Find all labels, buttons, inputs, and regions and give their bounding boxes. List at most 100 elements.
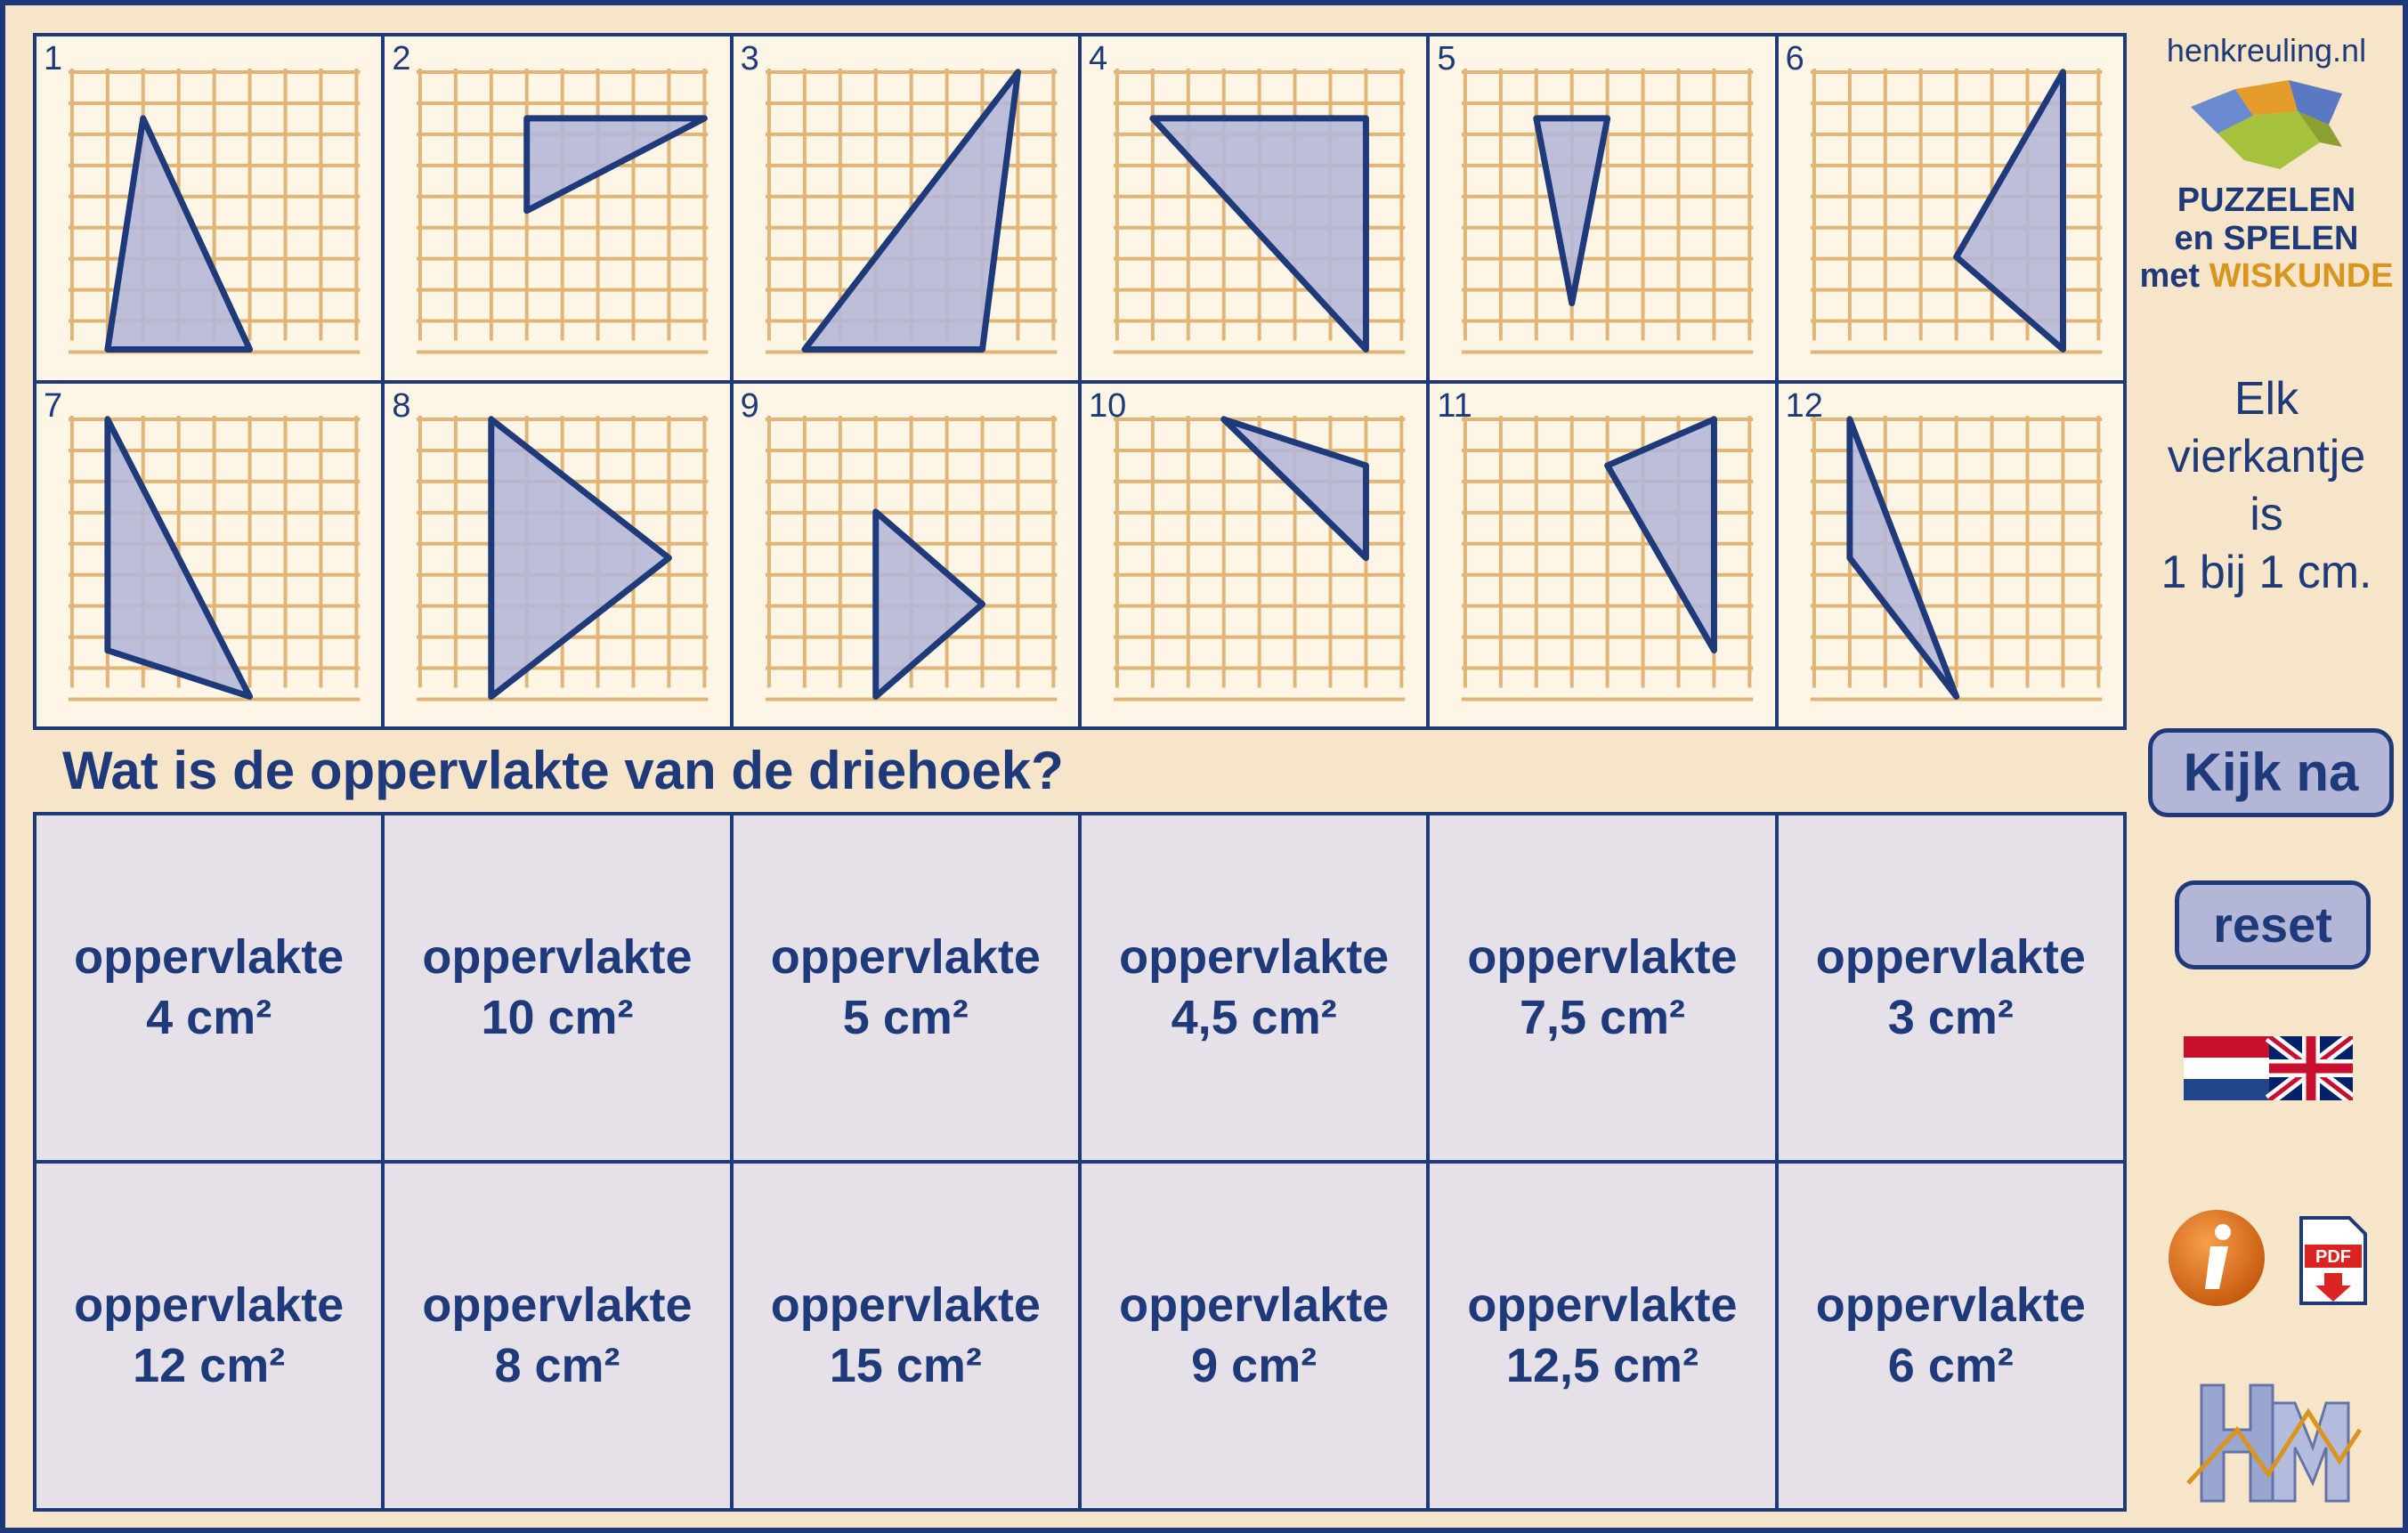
triangle-shape (1149, 115, 1369, 353)
answer-value: 12 cm² (133, 1338, 286, 1392)
triangle-shape (1220, 416, 1369, 561)
tile-number: 12 (1785, 386, 1823, 425)
hint-line-3: is (2250, 489, 2283, 540)
answer-label: oppervlakte (1467, 930, 1738, 984)
tile-number: 1 (44, 40, 63, 77)
tile-number: 3 (740, 40, 759, 77)
triangle-tile[interactable]: 6 (1778, 36, 2123, 380)
answer-value: 9 cm² (1191, 1338, 1318, 1392)
answer-label: oppervlakte (1119, 930, 1390, 984)
answer-label: oppervlakte (1119, 1278, 1390, 1332)
triangle-tile[interactable]: 11 (1430, 383, 1775, 726)
answer-card[interactable]: oppervlakte 12 cm² (36, 1164, 382, 1508)
answer-card[interactable]: oppervlakte 12,5 cm² (1430, 1164, 1775, 1508)
triangle-figure (68, 415, 361, 701)
triangle-figure (1810, 69, 2103, 354)
triangle-figure (68, 69, 361, 354)
answer-value: 12,5 cm² (1505, 1338, 1699, 1392)
triangle-shape (104, 115, 254, 353)
answer-card[interactable]: oppervlakte 15 cm² (733, 1164, 1078, 1508)
answer-value: 7,5 cm² (1519, 990, 1686, 1044)
triangle-tile[interactable]: 3 (733, 36, 1078, 380)
tile-number: 6 (1785, 40, 1804, 77)
triangle-shape (488, 416, 673, 700)
triangle-shape (872, 507, 985, 700)
site-name[interactable]: henkreuling.nl (2166, 32, 2367, 69)
triangle-figure (765, 69, 1058, 354)
answer-label: oppervlakte (422, 930, 693, 984)
answer-label: oppervlakte (74, 1278, 345, 1332)
answer-value: 15 cm² (829, 1338, 982, 1392)
tagline-line-1: PUZZELEN (2177, 182, 2356, 219)
answer-value: 4 cm² (146, 990, 272, 1044)
pdf-label: PDF (2315, 1247, 2351, 1267)
triangle-tile[interactable]: 12 (1778, 383, 2123, 726)
answer-label: oppervlakte (1815, 930, 2086, 984)
answer-value: 4,5 cm² (1171, 990, 1337, 1044)
triangle-shape (1952, 69, 2066, 353)
tagline-wiskunde: WISKUNDE (2209, 257, 2394, 296)
answer-card[interactable]: oppervlakte 4 cm² (36, 815, 382, 1160)
tagline-met: met (2139, 257, 2209, 296)
reset-button[interactable]: reset (2175, 880, 2371, 969)
triangle-tile[interactable]: 5 (1430, 36, 1775, 380)
answer-label: oppervlakte (74, 930, 345, 984)
check-button[interactable]: Kijk na (2148, 728, 2394, 817)
triangle-shape (523, 115, 709, 215)
flag-nl-uk-icon[interactable] (2184, 1036, 2353, 1100)
triangle-figure (1113, 415, 1406, 701)
answer-label: oppervlakte (770, 1278, 1041, 1332)
info-icon[interactable] (2166, 1207, 2267, 1309)
triangle-shape (1604, 416, 1718, 653)
answer-card[interactable]: oppervlakte 4,5 cm² (1082, 815, 1427, 1160)
hint-text: Elk vierkantje is 1 bij 1 cm. (2128, 370, 2404, 602)
triangle-tile[interactable]: 10 (1082, 383, 1427, 726)
triangle-figure (765, 415, 1058, 701)
tile-number: 9 (740, 386, 759, 425)
triangle-figure (1113, 69, 1406, 354)
triangle-figure (1462, 69, 1754, 354)
question-text: Wat is de oppervlakte van de driehoek? (62, 741, 1064, 800)
triangle-tile[interactable]: 2 (385, 36, 730, 380)
triangle-figure (1462, 415, 1754, 701)
tagline: PUZZELEN en SPELEN met WISKUNDE (2128, 182, 2404, 296)
tile-number: 8 (392, 386, 411, 425)
triangle-tile[interactable]: 8 (385, 383, 730, 726)
pdf-download-icon[interactable]: PDF (2298, 1214, 2369, 1307)
triangle-tile[interactable]: 4 (1082, 36, 1427, 380)
answer-card[interactable]: oppervlakte 9 cm² (1082, 1164, 1427, 1508)
tagline-line-3: met WISKUNDE (2128, 257, 2404, 296)
triangle-shape (801, 69, 1021, 353)
hint-line-2: vierkantje (2167, 431, 2366, 483)
triangle-figure (1810, 415, 2103, 701)
hm-logo-icon (2186, 1383, 2362, 1503)
answer-value: 10 cm² (481, 990, 634, 1044)
triangle-shape (1846, 416, 1959, 700)
puzzle-logo-icon (2191, 80, 2342, 169)
hint-line-1: Elk (2234, 373, 2299, 425)
tile-number: 7 (44, 386, 63, 425)
triangle-shape (104, 416, 254, 700)
answer-label: oppervlakte (1467, 1278, 1738, 1332)
tile-number: 4 (1089, 40, 1108, 77)
triangle-tile[interactable]: 1 (36, 36, 382, 380)
triangle-tile[interactable]: 7 (36, 383, 382, 726)
triangle-figure (417, 69, 709, 354)
tile-number: 11 (1437, 386, 1472, 425)
tile-number: 10 (1089, 386, 1127, 425)
sidebar: henkreuling.nl PUZZELEN en SPELEN met WI… (2128, 5, 2404, 1528)
hint-line-4: 1 bij 1 cm. (2161, 547, 2372, 598)
answer-label: oppervlakte (770, 930, 1041, 984)
tile-number: 5 (1437, 40, 1456, 77)
answer-card[interactable]: oppervlakte 10 cm² (385, 815, 730, 1160)
triangle-figure (417, 415, 709, 701)
answer-card[interactable]: oppervlakte 7,5 cm² (1430, 815, 1775, 1160)
triangle-tile[interactable]: 9 (733, 383, 1078, 726)
